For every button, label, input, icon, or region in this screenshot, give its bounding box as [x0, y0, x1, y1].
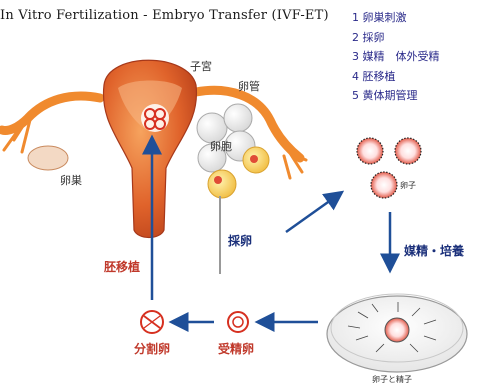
ovum-label: 卵子	[400, 180, 416, 191]
cleaved-egg-icon	[141, 311, 163, 333]
ovary-label: 卵巣	[60, 172, 82, 188]
cleaved-egg-label: 分割卵	[134, 340, 170, 357]
petri-dish	[327, 294, 467, 372]
fertilized-egg-icon	[228, 312, 248, 332]
fertilized-egg-label: 受精卵	[218, 340, 254, 357]
ovum-and-sperm-label: 卵子と精子	[372, 374, 412, 385]
follicle-cluster	[197, 104, 269, 198]
oviduct-label: 卵管	[238, 78, 260, 94]
follicle-label: 卵胞	[210, 138, 232, 154]
embryo-in-uterus	[141, 104, 169, 132]
retrieval-to-ovum-arrow	[286, 195, 338, 232]
left-ovary	[28, 146, 68, 170]
uterus-label: 子宮	[190, 58, 212, 74]
embryo-transfer-label: 胚移植	[104, 258, 140, 275]
insemination-culture-label: 媒精・培養	[404, 242, 464, 259]
egg-retrieval-label: 採卵	[228, 232, 252, 249]
